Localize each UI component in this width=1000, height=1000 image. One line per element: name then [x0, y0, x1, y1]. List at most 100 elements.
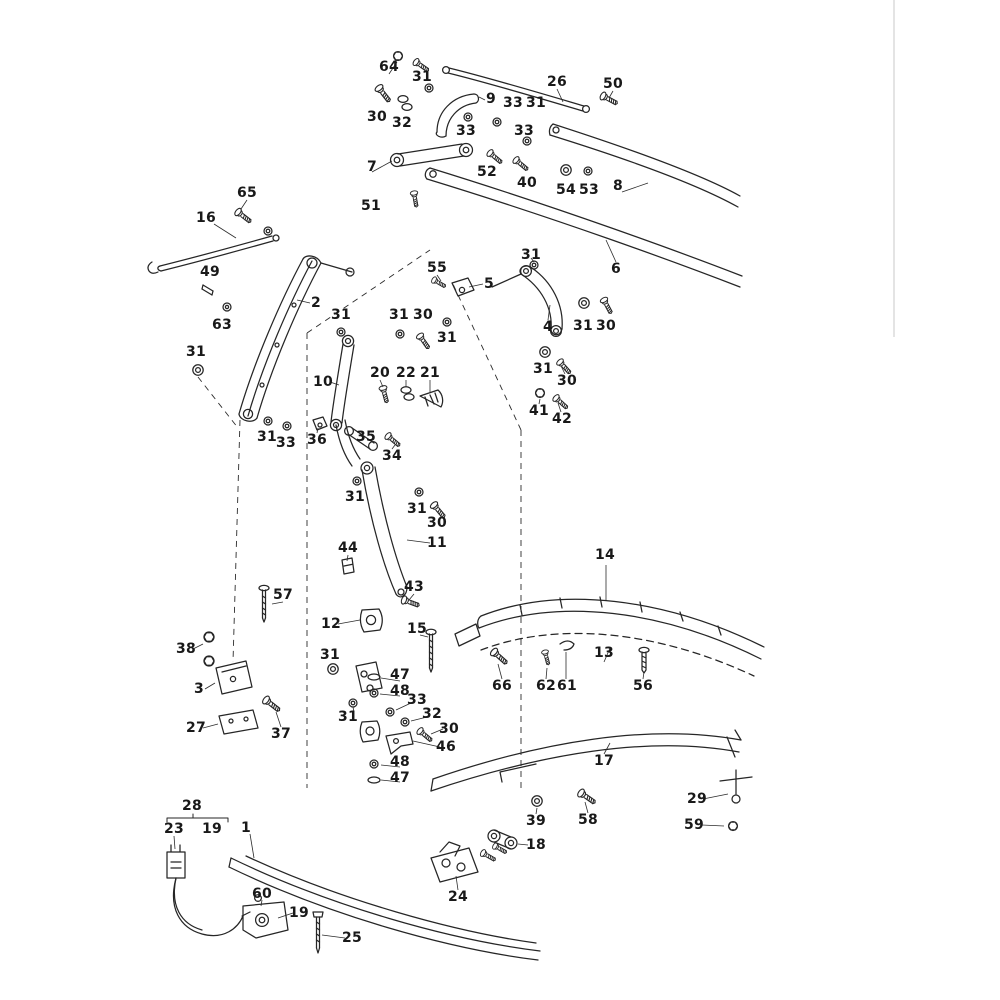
- part-link-35: [343, 425, 379, 452]
- part-rail-1: [228, 855, 541, 961]
- part-washers-22: [400, 386, 415, 401]
- part-label-48: 48: [390, 754, 410, 770]
- part-label-35: 35: [356, 429, 376, 445]
- part-label-31: 31: [331, 307, 351, 323]
- part-pillar-2: [238, 255, 355, 422]
- part-label-34: 34: [382, 448, 402, 464]
- part-washer-47a: [367, 673, 381, 681]
- part-label-30: 30: [596, 318, 616, 334]
- part-label-31: 31: [389, 307, 409, 323]
- part-label-64: 64: [379, 59, 399, 75]
- part-label-2: 2: [311, 295, 321, 311]
- part-label-33: 33: [407, 692, 427, 708]
- part-washer-39: [531, 795, 543, 807]
- part-label-36: 36: [307, 432, 327, 448]
- part-washer-33-l: [282, 421, 292, 431]
- part-label-54: 54: [556, 182, 576, 198]
- part-screw-62: [540, 648, 553, 667]
- part-label-11: 11: [427, 535, 447, 551]
- part-label-31: 31: [573, 318, 593, 334]
- part-rod-26: [441, 65, 591, 114]
- part-label-30: 30: [413, 307, 433, 323]
- part-washer-31-c1: [395, 329, 405, 339]
- part-washer-47b: [367, 776, 381, 784]
- part-bolt-20: [378, 384, 392, 405]
- part-label-38: 38: [176, 641, 196, 657]
- part-screw-30-c: [414, 331, 433, 352]
- part-screw-30-lw: [415, 725, 435, 745]
- part-screw-30-top: [373, 82, 394, 105]
- part-label-37: 37: [271, 726, 291, 742]
- leader-lines: [173, 61, 729, 939]
- part-label-31: 31: [412, 69, 432, 85]
- part-seal-13: [480, 632, 755, 677]
- part-label-19: 19: [202, 821, 222, 837]
- part-label-47: 47: [390, 770, 410, 786]
- part-label-48: 48: [390, 683, 410, 699]
- part-label-52: 52: [477, 164, 497, 180]
- part-latch-19: [241, 901, 289, 939]
- part-clip-61: [559, 640, 575, 651]
- part-label-63: 63: [212, 317, 232, 333]
- part-label-31: 31: [320, 647, 340, 663]
- part-screw-42: [551, 393, 571, 412]
- part-label-31: 31: [338, 709, 358, 725]
- part-arm-4: [491, 264, 563, 338]
- part-label-31: 31: [526, 95, 546, 111]
- part-washer-31-l2: [263, 416, 273, 426]
- part-nut-38b: [203, 655, 215, 667]
- part-label-27: 27: [186, 720, 206, 736]
- part-label-47: 47: [390, 667, 410, 683]
- part-label-33: 33: [503, 95, 523, 111]
- part-screw-24a: [478, 848, 498, 864]
- part-label-14: 14: [595, 547, 615, 563]
- part-label-32: 32: [422, 706, 442, 722]
- part-label-30: 30: [557, 373, 577, 389]
- part-bracket-12b: [359, 720, 381, 743]
- part-label-4: 4: [543, 319, 553, 335]
- part-label-9: 9: [486, 91, 496, 107]
- part-label-18: 18: [526, 837, 546, 853]
- part-label-60: 60: [252, 886, 272, 902]
- part-strap-9: [435, 93, 480, 138]
- part-washer-48b: [369, 759, 379, 769]
- part-cable-23: [166, 844, 244, 937]
- part-washer-53: [583, 166, 593, 176]
- part-label-56: 56: [633, 678, 653, 694]
- group-bracket-28: [166, 813, 229, 823]
- part-label-31: 31: [437, 330, 457, 346]
- part-label-1: 1: [241, 820, 251, 836]
- part-bolt-66: [488, 646, 511, 668]
- part-label-31: 31: [407, 501, 427, 517]
- diagram-parts: [147, 50, 765, 961]
- part-bolt-57: [258, 584, 270, 623]
- part-label-41: 41: [529, 403, 549, 419]
- part-label-33: 33: [456, 123, 476, 139]
- part-bolt-43: [399, 594, 422, 611]
- part-bush-63: [222, 302, 232, 312]
- part-screw-50: [598, 90, 620, 108]
- part-label-31: 31: [533, 361, 553, 377]
- part-link-7: [389, 142, 474, 168]
- part-label-28: 28: [182, 798, 202, 814]
- part-pin-49: [201, 284, 214, 296]
- part-label-31: 31: [186, 344, 206, 360]
- part-label-12: 12: [321, 616, 341, 632]
- part-label-53: 53: [579, 182, 599, 198]
- part-bolt-34: [383, 430, 403, 450]
- part-screw-56: [638, 646, 650, 674]
- part-fitting-29: [719, 769, 753, 804]
- part-washer-31-top: [424, 83, 434, 93]
- part-washer-32-lw: [400, 717, 410, 727]
- part-label-19: 19: [289, 905, 309, 921]
- construction-lines: [197, 249, 522, 788]
- part-clip-44: [341, 557, 355, 575]
- part-label-20: 20: [370, 365, 390, 381]
- part-bracket-3: [215, 660, 253, 695]
- part-washer-31-left: [192, 364, 204, 376]
- part-label-31: 31: [257, 429, 277, 445]
- part-label-13: 13: [594, 645, 614, 661]
- part-washer-54: [560, 164, 572, 176]
